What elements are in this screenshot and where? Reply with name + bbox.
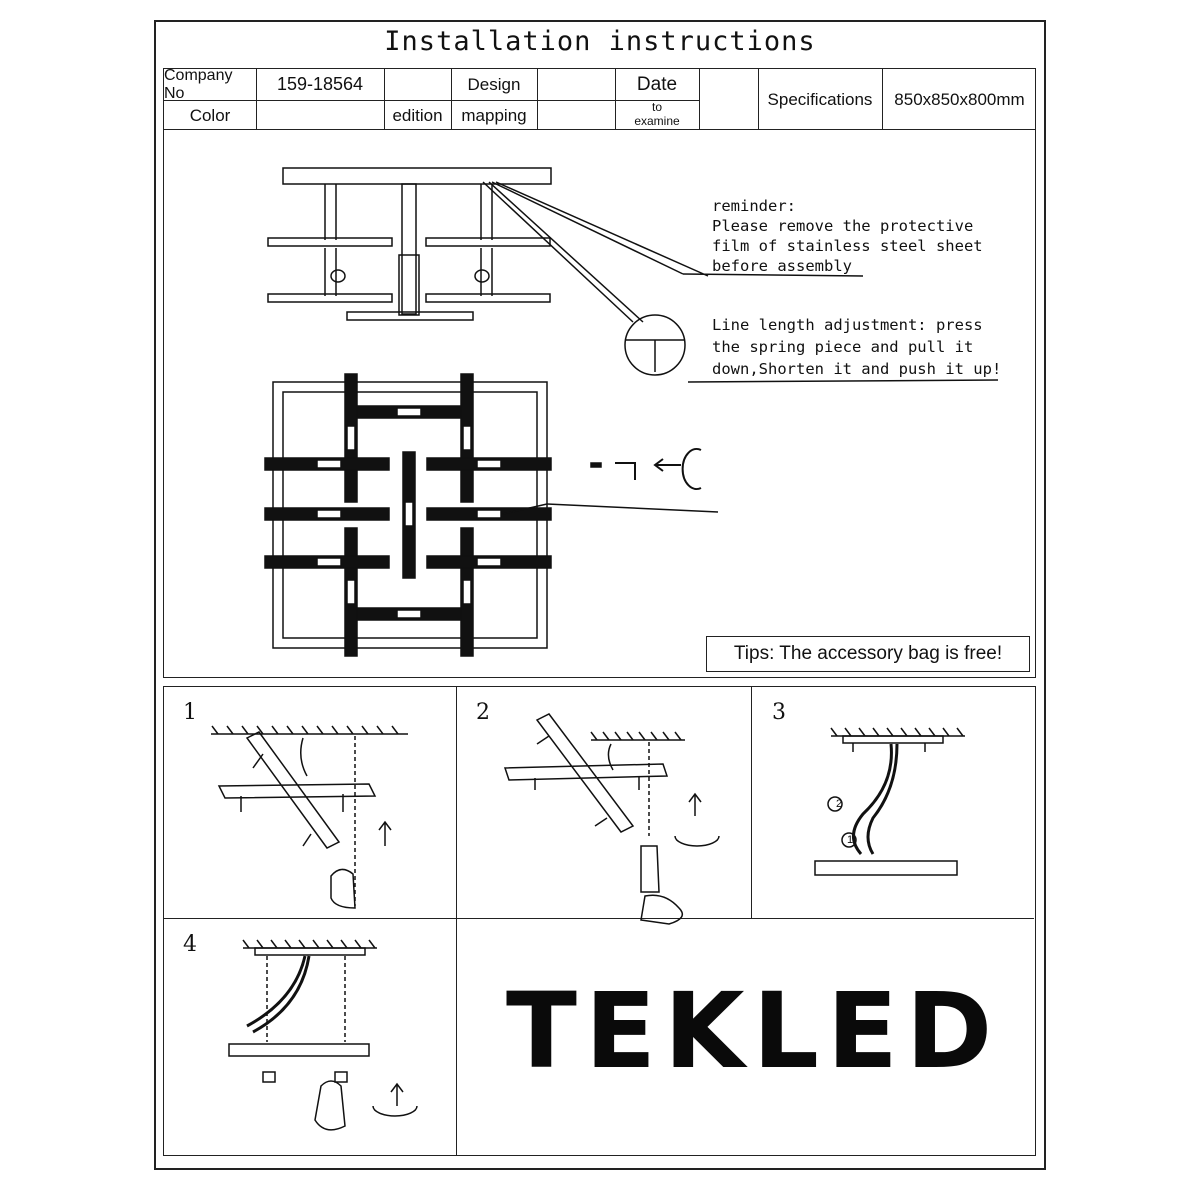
to-examine-line1: to	[651, 100, 662, 114]
tips-box: Tips: The accessory bag is free!	[706, 636, 1030, 672]
step-3-illustration	[814, 727, 965, 876]
specifications-label: Specifications	[767, 90, 873, 109]
date-label: Date	[636, 73, 678, 95]
color-label: Color	[189, 105, 231, 125]
overview-panel	[163, 130, 1036, 678]
to-examine-line2: examine	[634, 114, 680, 128]
step-row-divider	[164, 918, 1034, 919]
document-frame	[154, 20, 1046, 1170]
line-adjustment-note: Line length adjustment: press the spring…	[712, 316, 1002, 378]
table-row-divider	[614, 100, 699, 101]
step-1-illustration	[211, 725, 408, 909]
step-4-number: 4	[183, 932, 197, 957]
step-2-illustration	[503, 713, 720, 925]
fixture-drawings	[264, 167, 999, 657]
tekled-logo: TEKLED	[506, 970, 1001, 1092]
step-illustrations	[211, 713, 965, 1131]
step-3-number: 3	[772, 700, 786, 725]
document-title: Installation instructions	[384, 26, 816, 57]
step-divider	[751, 687, 752, 919]
step-divider	[456, 918, 457, 1156]
header-table: Company No 159-18564 Color edition Desig…	[163, 66, 1036, 130]
edition-label: edition	[392, 105, 443, 125]
step-4-illustration	[228, 939, 418, 1131]
table-col-divider	[758, 69, 759, 129]
table-col-divider	[882, 69, 883, 129]
top-view-drawing	[264, 373, 719, 657]
company-no-label: Company No	[164, 66, 233, 102]
specifications-value: 850x850x800mm	[894, 90, 1025, 109]
company-no-value: 159-18564	[276, 74, 364, 94]
table-col-divider	[699, 69, 700, 129]
step-divider	[456, 687, 457, 919]
table-col-divider	[384, 69, 385, 129]
design-label: Design	[467, 74, 521, 94]
side-view-drawing	[267, 167, 999, 383]
step-1-number: 1	[183, 700, 197, 725]
circle-1-label: 1	[847, 834, 854, 846]
reminder-note: reminder: Please remove the protective f…	[712, 197, 983, 275]
table-row-divider	[164, 100, 614, 101]
table-col-divider	[256, 69, 257, 129]
table-col-divider	[451, 69, 452, 129]
circle-2-label: 2	[836, 798, 843, 810]
step-2-number: 2	[476, 700, 490, 725]
table-col-divider	[537, 69, 538, 129]
mapping-label: mapping	[461, 105, 527, 125]
table-col-divider	[615, 69, 616, 129]
steps-panel	[163, 686, 1036, 1156]
